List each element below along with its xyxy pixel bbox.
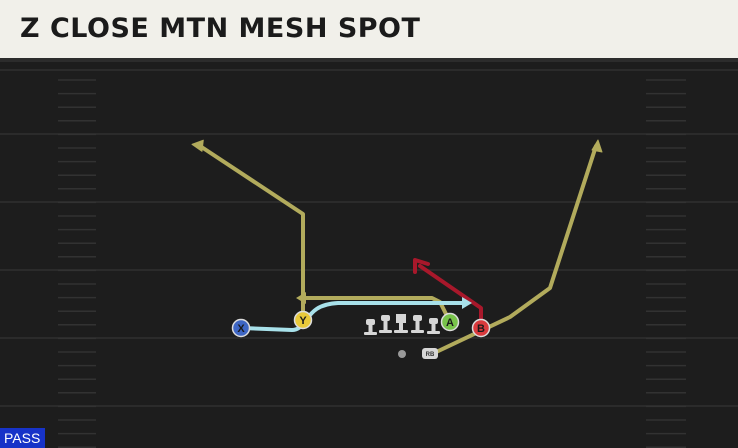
quarterback-dot xyxy=(398,350,406,358)
route-b-hook xyxy=(413,258,430,274)
lineman-marker xyxy=(364,319,377,335)
play-type-badge: PASS xyxy=(0,428,46,448)
route-x-motion xyxy=(240,301,464,332)
route-y-arrowhead xyxy=(191,139,204,152)
lineman-marker xyxy=(427,318,440,334)
play-diagram: RB X Y A B xyxy=(0,69,738,448)
receiver-a-label: A xyxy=(446,317,454,329)
receiver-x-label: X xyxy=(237,323,245,335)
receiver-y[interactable]: Y xyxy=(293,310,313,330)
receiver-x[interactable]: X xyxy=(231,318,251,338)
receiver-b-label: B xyxy=(477,323,485,335)
lineman-marker xyxy=(411,315,424,333)
route-a-arrowhead xyxy=(296,292,306,304)
running-back-marker[interactable]: RB xyxy=(422,348,438,359)
play-header: Z CLOSE MTN MESH SPOT xyxy=(0,0,738,62)
lineman-marker xyxy=(379,315,392,333)
receiver-b[interactable]: B xyxy=(471,318,491,338)
hash-marks xyxy=(58,79,686,448)
play-title: Z CLOSE MTN MESH SPOT xyxy=(20,13,421,44)
center-marker xyxy=(394,314,408,333)
yard-lines xyxy=(0,69,738,407)
route-a-drag xyxy=(303,296,451,322)
play-field: RB X Y A B xyxy=(0,62,738,448)
route-x-arrowhead xyxy=(462,297,472,309)
offensive-line xyxy=(364,314,440,335)
route-y-corner xyxy=(198,144,305,322)
receiver-y-label: Y xyxy=(299,315,307,327)
rb-label: RB xyxy=(426,352,435,358)
receiver-a[interactable]: A xyxy=(440,312,460,332)
route-rb-arrowhead xyxy=(591,139,603,153)
route-rb-wheel xyxy=(430,144,598,356)
